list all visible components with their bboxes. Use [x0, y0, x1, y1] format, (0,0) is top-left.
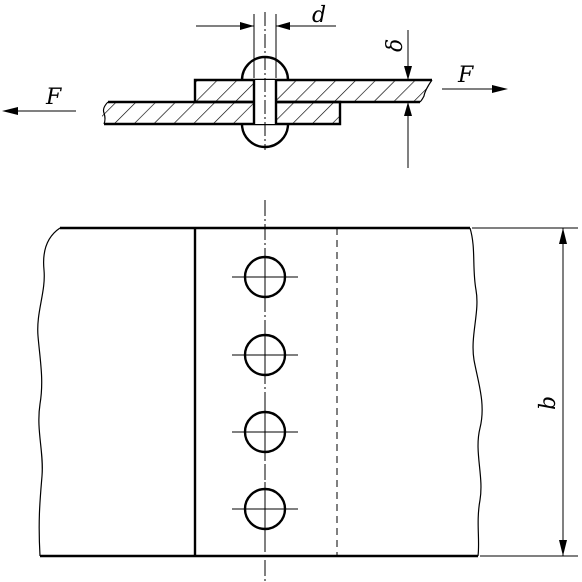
- diameter-label: d: [312, 3, 326, 28]
- upper-plate-section: [193, 78, 433, 104]
- rivet-section: [240, 12, 290, 150]
- force-left-label: F: [45, 85, 62, 110]
- rivet-hole: [232, 482, 298, 536]
- force-arrow-right: F: [442, 63, 508, 93]
- plan-view: b: [37, 200, 578, 582]
- width-dimension: b: [472, 227, 578, 557]
- thickness-dimension: δ: [383, 30, 412, 168]
- upper-plate-plan: [193, 226, 483, 558]
- rivet-hole: [232, 250, 298, 304]
- section-view: d δ F F: [2, 3, 508, 168]
- rivet-hole: [232, 405, 298, 459]
- width-label: b: [536, 396, 561, 410]
- lower-plate-plan: [37, 226, 195, 558]
- rivet-holes: [232, 200, 298, 582]
- lower-plate-section: [102, 100, 342, 126]
- rivet-hole: [232, 328, 298, 382]
- diameter-dimension: d: [196, 3, 336, 78]
- thickness-label: δ: [383, 39, 408, 52]
- force-right-label: F: [457, 63, 474, 88]
- force-arrow-left: F: [2, 85, 76, 115]
